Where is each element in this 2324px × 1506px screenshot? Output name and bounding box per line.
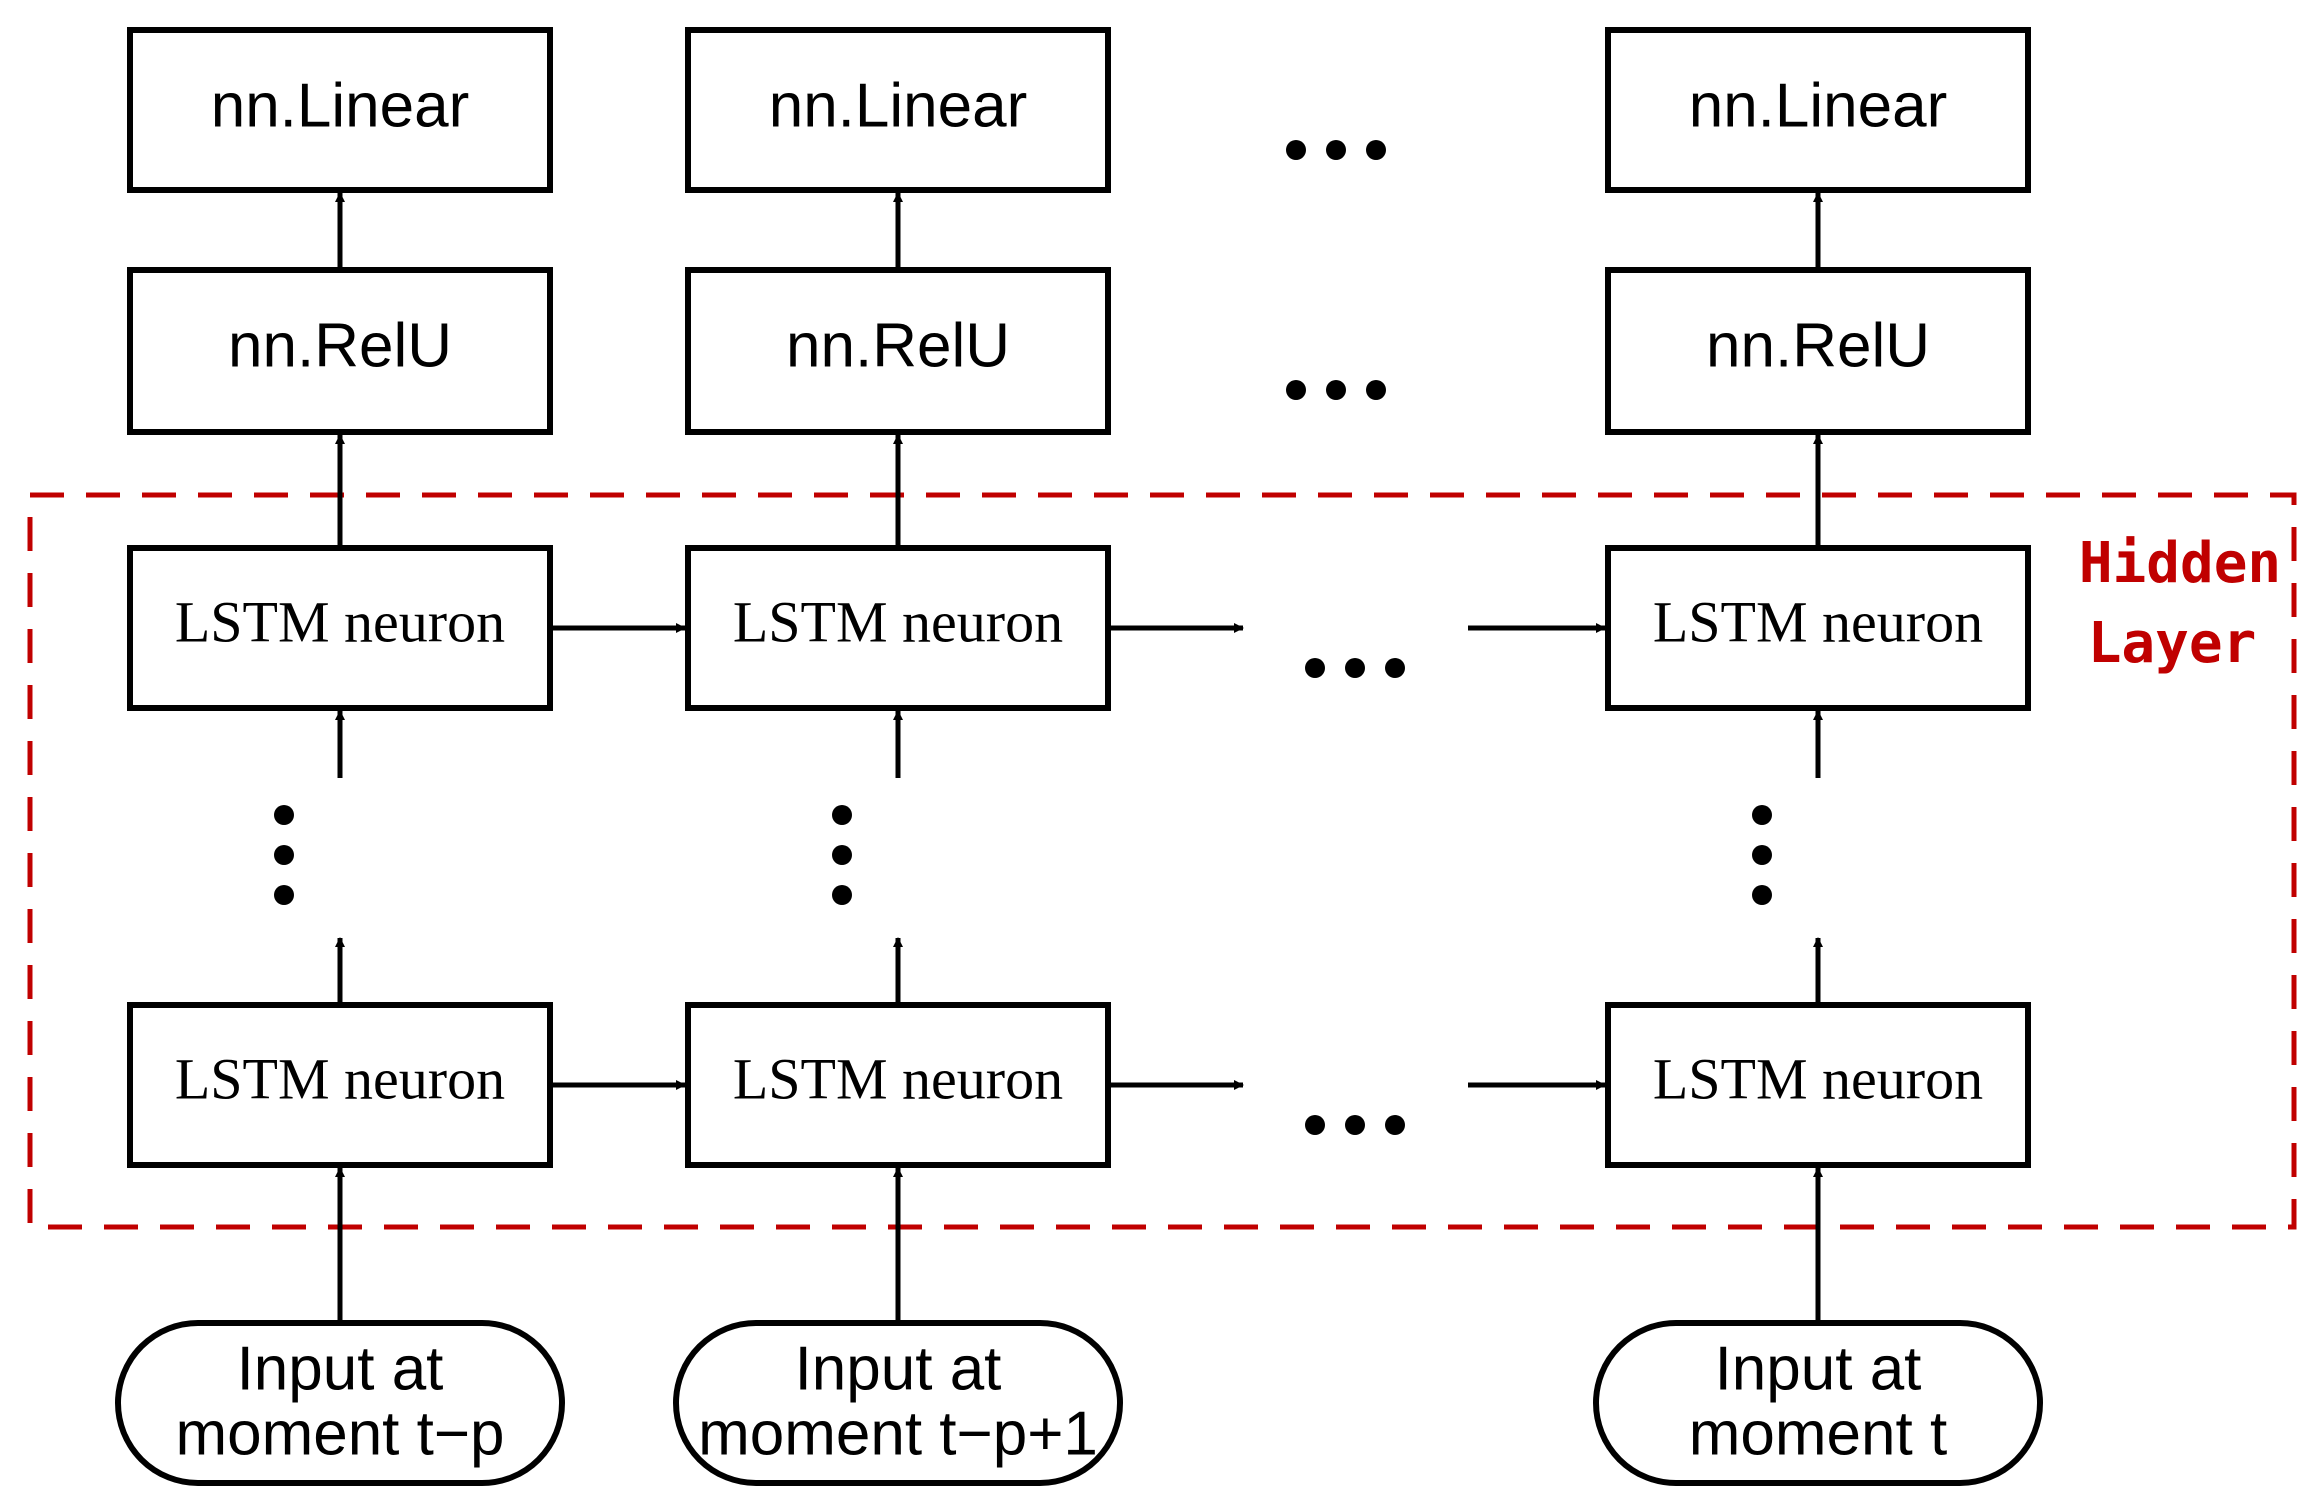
- lstm-bottom-label-3: LSTM neuron: [1653, 1046, 1983, 1111]
- hidden-layer-region: [27, 492, 2297, 1230]
- linear-label-1: nn.Linear: [211, 71, 470, 140]
- vertical-ellipsis-dot: [832, 885, 852, 905]
- lstm-bottom-box-2: [685, 1002, 1111, 1168]
- horizontal-ellipsis-dot: [1345, 1115, 1365, 1135]
- vertical-ellipsis-dot: [274, 885, 294, 905]
- horizontal-ellipsis-dot: [1286, 380, 1306, 400]
- hidden-layer-label-line1: Hidden: [2079, 531, 2281, 596]
- vertical-ellipsis-dot: [832, 805, 852, 825]
- horizontal-ellipsis-dot: [1366, 380, 1386, 400]
- lstm-top-label-2: LSTM neuron: [733, 589, 1063, 654]
- hidden-layer-label-line2: Layer: [2088, 611, 2257, 676]
- horizontal-ellipsis-dot: [1305, 1115, 1325, 1135]
- horizontal-ellipsis-dot: [1385, 1115, 1405, 1135]
- relu-label-1: nn.RelU: [228, 311, 452, 380]
- horizontal-ellipsis-dot: [1366, 140, 1386, 160]
- horizontal-ellipsis-dot: [1326, 140, 1346, 160]
- horizontal-ellipsis-dot: [1345, 658, 1365, 678]
- horizontal-ellipsis-dot: [1286, 140, 1306, 160]
- relu-label-3: nn.RelU: [1706, 311, 1930, 380]
- vertical-ellipsis-dot: [1752, 845, 1772, 865]
- horizontal-ellipsis-dot: [1305, 658, 1325, 678]
- vertical-ellipsis-dot: [274, 845, 294, 865]
- relu-box-3: [1605, 267, 2031, 435]
- lstm-bottom-label-1: LSTM neuron: [175, 1046, 505, 1111]
- lstm-top-label-3: LSTM neuron: [1653, 589, 1983, 654]
- horizontal-ellipsis-dot: [1385, 658, 1405, 678]
- vertical-ellipsis-dot: [1752, 805, 1772, 825]
- lstm-top-label-1: LSTM neuron: [175, 589, 505, 654]
- linear-label-3: nn.Linear: [1689, 71, 1948, 140]
- linear-box-3: [1605, 27, 2031, 193]
- linear-box-2: [685, 27, 1111, 193]
- input-label-3-line1: Input at: [1715, 1334, 1922, 1403]
- vertical-ellipsis-dot: [1752, 885, 1772, 905]
- linear-box-1: [127, 27, 553, 193]
- lstm-top-box-1: [127, 545, 553, 711]
- relu-box-1: [127, 267, 553, 435]
- horizontal-ellipsis-dot: [1326, 380, 1346, 400]
- vertical-ellipsis-dot: [832, 845, 852, 865]
- relu-label-2: nn.RelU: [786, 311, 1010, 380]
- vertical-ellipsis-dot: [274, 805, 294, 825]
- input-label-3-line2: moment t: [1689, 1399, 1947, 1468]
- relu-box-2: [685, 267, 1111, 435]
- input-label-2-line1: Input at: [795, 1334, 1002, 1403]
- input-label-2-line2: moment t−p+1: [698, 1399, 1098, 1468]
- input-label-1-line2: moment t−p: [175, 1399, 504, 1468]
- lstm-top-box-2: [685, 545, 1111, 711]
- linear-label-2: nn.Linear: [769, 71, 1028, 140]
- lstm-top-box-3: [1605, 545, 2031, 711]
- lstm-bottom-label-2: LSTM neuron: [733, 1046, 1063, 1111]
- input-label-1-line1: Input at: [237, 1334, 444, 1403]
